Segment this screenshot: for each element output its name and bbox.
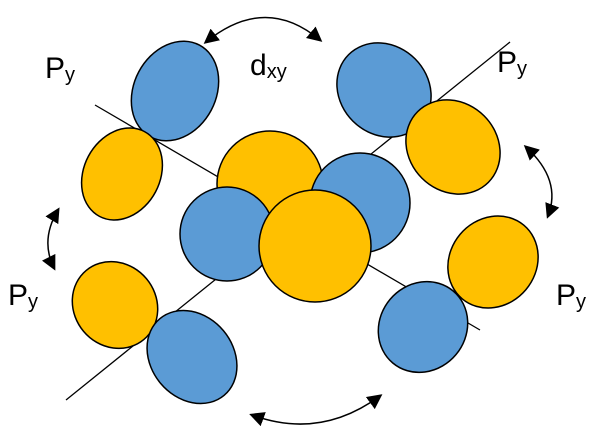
- label-py-middle-left: Py: [8, 279, 38, 313]
- py-top-left-gold-lobe: [80, 127, 164, 221]
- label-py-top-right: Py: [497, 46, 527, 80]
- py-top-right-gold-lobe: [405, 99, 501, 195]
- py-bottom-left-gold-lobe: [71, 260, 159, 350]
- label-py-top-left: Py: [45, 52, 75, 86]
- arrow-left-double-headed: [41, 207, 60, 271]
- py-bottom-left-blue-lobe: [146, 309, 238, 405]
- arrow-bottom-double-headed: [249, 394, 383, 427]
- arrow-top-double-headed: [203, 16, 323, 44]
- label-dxy: dxy: [250, 49, 287, 83]
- py-bottom-right-gold-lobe: [447, 215, 539, 309]
- py-bottom-right-blue-lobe: [377, 280, 469, 374]
- label-py-middle-right: Py: [556, 279, 586, 313]
- dxy-front-gold-lobe: [258, 189, 372, 303]
- arrow-right-double-headed: [523, 144, 560, 219]
